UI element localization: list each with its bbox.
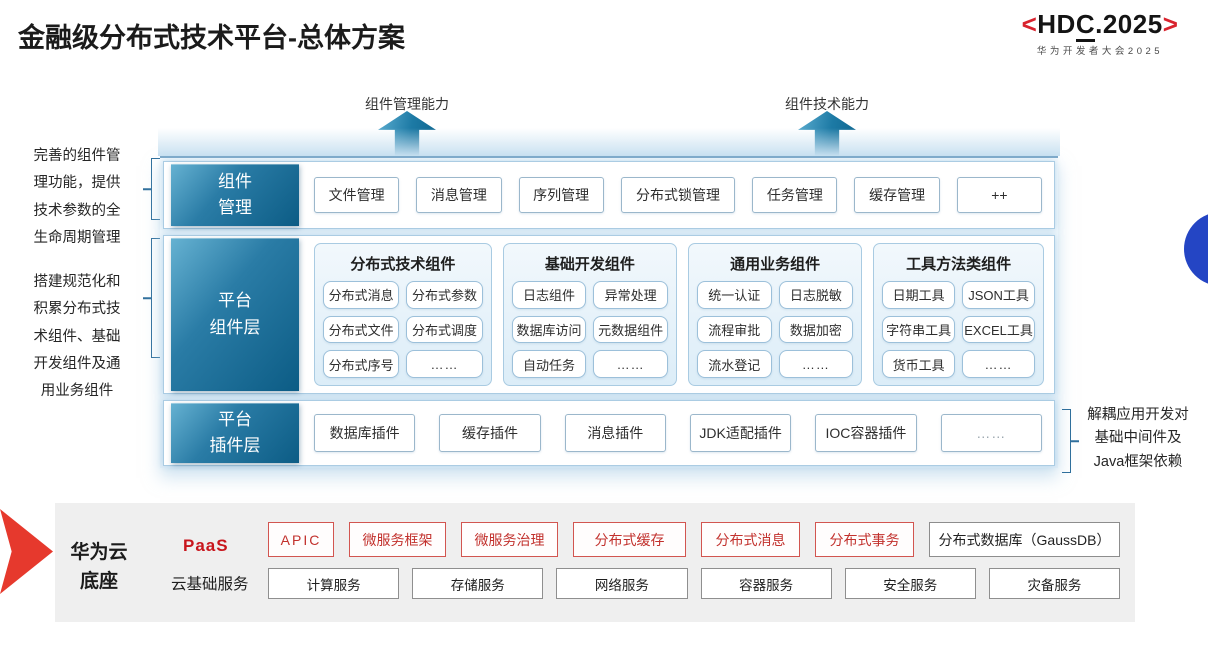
note-standardized-components: 搭建规范化和 积累分布式技 术组件、基础 开发组件及通 用业务组件 xyxy=(33,274,121,399)
component-chip: 日志脱敏 xyxy=(778,281,854,309)
group-basic-dev: 基础开发组件 日志组件 异常处理 数据库访问 元数据组件 自动任务 …… xyxy=(502,243,677,386)
item-box: 消息插件 xyxy=(564,414,666,452)
item-box-plus-plus: ++ xyxy=(956,177,1042,213)
group-title: 基础开发组件 xyxy=(544,256,635,273)
component-chip: 统一认证 xyxy=(696,281,772,309)
cloud-basic-services-label: 云基础服务 xyxy=(171,576,249,593)
component-chip: 分布式调度 xyxy=(406,315,483,344)
item-box: 任务管理 xyxy=(752,177,838,213)
right-bracket-plugins xyxy=(1062,409,1071,473)
component-chip: 自动任务 xyxy=(511,350,587,378)
platform-stack: 组件 管理 文件管理 消息管理 序列管理 分布式锁管理 任务管理 缓存管理 ++… xyxy=(158,128,1060,468)
component-chip: 数据加密 xyxy=(778,315,854,344)
item-box-ellipsis: …… xyxy=(940,414,1042,452)
iaas-service-box: 容器服务 xyxy=(700,568,832,599)
component-chip: 分布式文件 xyxy=(323,315,400,344)
group-title: 工具方法类组件 xyxy=(906,256,1012,273)
logo-text-year: .2025 xyxy=(1095,9,1163,39)
logo-bracket-right: > xyxy=(1162,9,1179,39)
item-box: 分布式锁管理 xyxy=(620,177,736,213)
paas-service-box: 微服务治理 xyxy=(461,522,558,557)
component-chip: 分布式消息 xyxy=(323,281,400,309)
component-chip-ellipsis: …… xyxy=(593,350,668,378)
item-box: 数据库插件 xyxy=(314,414,416,452)
item-box: 消息管理 xyxy=(416,177,502,213)
group-grid: 日志组件 异常处理 数据库访问 元数据组件 自动任务 …… xyxy=(511,281,668,378)
component-chip: 元数据组件 xyxy=(593,315,668,344)
component-chip: 分布式参数 xyxy=(406,281,483,309)
component-chip-ellipsis: …… xyxy=(962,350,1035,378)
layer-label-component-management: 组件 管理 xyxy=(171,164,299,226)
item-box: IOC容器插件 xyxy=(815,414,917,452)
layer-component-management: 组件 管理 文件管理 消息管理 序列管理 分布式锁管理 任务管理 缓存管理 ++ xyxy=(163,161,1055,229)
cloud-basic-services-row: 计算服务 存储服务 网络服务 容器服务 安全服务 灾备服务 xyxy=(268,568,1121,599)
paas-service-box: 分布式消息 xyxy=(701,522,800,557)
group-utility-methods: 工具方法类组件 日期工具 JSON工具 字符串工具 EXCEL工具 货币工具 …… xyxy=(873,243,1044,386)
red-arrow-icon xyxy=(0,509,53,594)
layer-platform-plugins: 平台 插件层 数据库插件 缓存插件 消息插件 JDK适配插件 IOC容器插件 …… xyxy=(163,400,1055,466)
component-chip-ellipsis: …… xyxy=(406,350,483,378)
paas-service-box: APIC xyxy=(268,522,334,557)
item-box: JDK适配插件 xyxy=(689,414,792,452)
component-chip: 日志组件 xyxy=(511,281,587,309)
item-box: 文件管理 xyxy=(314,177,400,213)
paas-service-box: 微服务框架 xyxy=(349,522,446,557)
paas-services-row: APIC 微服务框架 微服务治理 分布式缓存 分布式消息 分布式事务 分布式数据… xyxy=(268,522,1120,557)
component-chip: 数据库访问 xyxy=(511,315,587,344)
component-chip: 分布式序号 xyxy=(323,350,400,378)
group-common-business: 通用业务组件 统一认证 日志脱敏 流程审批 数据加密 流水登记 …… xyxy=(687,243,863,386)
logo-subtitle: 华为开发者大会2025 xyxy=(1036,45,1164,57)
group-grid: 分布式消息 分布式参数 分布式文件 分布式调度 分布式序号 …… xyxy=(323,281,483,378)
group-grid: 日期工具 JSON工具 字符串工具 EXCEL工具 货币工具 …… xyxy=(882,281,1035,378)
hdc-logo-wordmark: <HDC.2025> xyxy=(998,9,1202,42)
item-box: 序列管理 xyxy=(518,177,604,213)
paas-service-box: 分布式事务 xyxy=(815,522,914,557)
component-chip-ellipsis: …… xyxy=(778,350,854,378)
group-title: 分布式技术组件 xyxy=(350,256,456,273)
iaas-service-box: 安全服务 xyxy=(844,568,976,599)
component-chip: 异常处理 xyxy=(593,281,668,309)
layer-platform-components: 平台 组件层 分布式技术组件 分布式消息 分布式参数 分布式文件 分布式调度 分… xyxy=(163,235,1055,394)
gaussdb-box: 分布式数据库（GaussDB） xyxy=(929,522,1120,557)
iaas-service-box: 灾备服务 xyxy=(988,568,1121,599)
component-chip: JSON工具 xyxy=(962,281,1035,309)
huawei-cloud-base-label: 华为云 底座 xyxy=(70,542,128,593)
plugin-items: 数据库插件 缓存插件 消息插件 JDK适配插件 IOC容器插件 …… xyxy=(314,401,1042,465)
group-grid: 统一认证 日志脱敏 流程审批 数据加密 流水登记 …… xyxy=(696,281,854,378)
iaas-service-box: 网络服务 xyxy=(556,568,688,599)
component-chip: 货币工具 xyxy=(882,350,956,378)
note-decouple-middleware: 解耦应用开发对 基础中间件及 Java框架依赖 xyxy=(1087,407,1189,470)
component-chip: 日期工具 xyxy=(882,281,956,309)
note-management-lifecycle: 完善的组件管 理功能，提供 技术参数的全 生命周期管理 xyxy=(33,148,121,246)
component-chip: EXCEL工具 xyxy=(962,315,1035,344)
arrow-label-management-capability: 组件管理能力 xyxy=(365,96,449,112)
iaas-service-box: 存储服务 xyxy=(412,568,544,599)
page-title: 金融级分布式技术平台-总体方案 xyxy=(18,23,405,53)
logo-bracket-left: < xyxy=(1021,9,1038,39)
component-chip: 流水登记 xyxy=(696,350,772,378)
hdc-logo: <HDC.2025> 华为开发者大会2025 xyxy=(998,9,1202,57)
huawei-cloud-base-panel xyxy=(55,503,1135,622)
component-groups: 分布式技术组件 分布式消息 分布式参数 分布式文件 分布式调度 分布式序号 ……… xyxy=(314,243,1044,386)
arrow-label-technical-capability: 组件技术能力 xyxy=(785,96,869,112)
blue-circle-decoration xyxy=(1184,212,1208,286)
paas-label: PaaS xyxy=(183,536,229,555)
iaas-service-box: 计算服务 xyxy=(268,568,400,599)
logo-text-hd: HD xyxy=(1037,9,1076,39)
paas-service-box: 分布式缓存 xyxy=(573,522,686,557)
component-management-items: 文件管理 消息管理 序列管理 分布式锁管理 任务管理 缓存管理 ++ xyxy=(314,162,1042,228)
item-box: 缓存插件 xyxy=(439,414,541,452)
component-chip: 字符串工具 xyxy=(882,315,956,344)
layer-label-platform-plugins: 平台 插件层 xyxy=(171,403,299,463)
layer-label-platform-components: 平台 组件层 xyxy=(171,238,299,391)
left-bracket-row2 xyxy=(151,238,160,358)
logo-text-c-underlined: C xyxy=(1075,9,1096,42)
component-chip: 流程审批 xyxy=(696,315,772,344)
item-box: 缓存管理 xyxy=(854,177,940,213)
group-title: 通用业务组件 xyxy=(730,256,821,273)
left-bracket-row1 xyxy=(151,158,160,220)
group-distributed-tech: 分布式技术组件 分布式消息 分布式参数 分布式文件 分布式调度 分布式序号 …… xyxy=(314,243,492,386)
